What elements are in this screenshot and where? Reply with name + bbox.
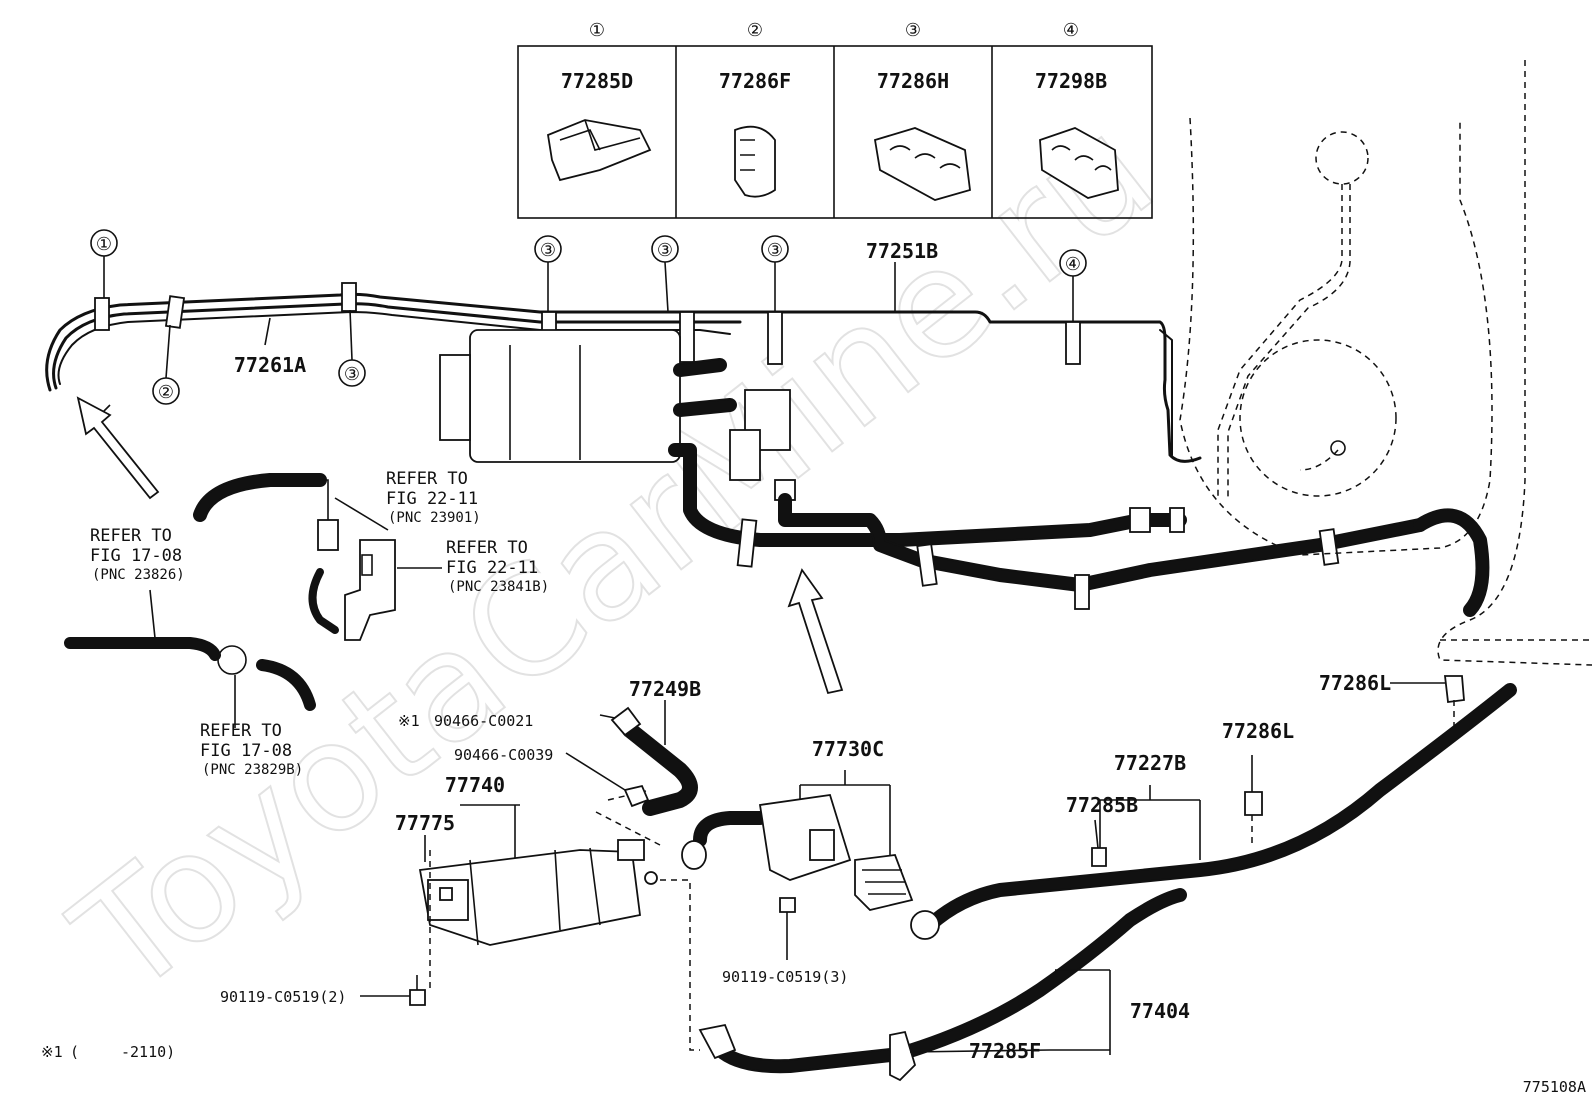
label-77261A[interactable]: 77261A	[234, 353, 306, 377]
label-77251B[interactable]: 77251B	[866, 239, 938, 263]
label-77227B[interactable]: 77227B	[1114, 751, 1186, 775]
callout-3-a[interactable]: ③	[540, 240, 556, 261]
ref-fig22-11-b-pnc: (PNC 23841B)	[448, 579, 549, 595]
ref-fig22-11-b-line1: REFER TO	[446, 538, 528, 558]
charcoal-canister-drawing	[418, 839, 658, 946]
callout-1[interactable]: ①	[96, 234, 112, 255]
ref-fig17-08-b-pnc: (PNC 23829B)	[202, 762, 303, 778]
legend-part-77298B[interactable]: 77298B	[1035, 69, 1107, 93]
legend-part-77286F[interactable]: 77286F	[719, 69, 791, 93]
pointer-arrows	[76, 396, 844, 695]
legend-index-4: ④	[1063, 20, 1079, 41]
label-90119-c0519-3[interactable]: 90119-C0519(3)	[722, 968, 848, 986]
footnote-range: -2110)	[121, 1043, 175, 1061]
legend-part-77285D[interactable]: 77285D	[561, 69, 633, 93]
canister-upper-drawing	[439, 329, 1187, 547]
label-90466-c0021-mark: ※1	[398, 712, 420, 730]
label-77285B[interactable]: 77285B	[1066, 793, 1138, 817]
vsv-77730c-drawing	[681, 770, 914, 960]
label-77775[interactable]: 77775	[395, 811, 455, 835]
legend-index-1: ①	[589, 20, 605, 41]
clip-legend-table: ① ② ③ ④ 77285D 77286F 77286H 77298B	[517, 20, 1153, 219]
fuel-tank-outline	[1179, 60, 1592, 666]
label-77285F[interactable]: 77285F	[969, 1039, 1041, 1063]
legend-index-2: ②	[747, 20, 763, 41]
ref-fig17-08-a-line1: REFER TO	[90, 526, 172, 546]
ref-fig22-11-a-pnc: (PNC 23901)	[388, 510, 481, 526]
legend-index-3: ③	[905, 20, 921, 41]
footnote-open: (	[70, 1043, 79, 1061]
ref-fig22-11-a-line2[interactable]: FIG 22-11	[386, 489, 478, 509]
vsv-valve-drawing	[729, 389, 1427, 610]
label-77740[interactable]: 77740	[445, 773, 505, 797]
ref-fig17-08-b-line2[interactable]: FIG 17-08	[200, 741, 292, 761]
bolts	[409, 975, 426, 1006]
label-90466-c0021[interactable]: 90466-C0021	[434, 712, 533, 730]
ref-fig22-11-b-line2[interactable]: FIG 22-11	[446, 558, 538, 578]
clip-77286H-drawing	[873, 127, 971, 201]
callout-4[interactable]: ④	[1065, 254, 1081, 275]
callout-3-b[interactable]: ③	[657, 240, 673, 261]
ref-fig22-11-a-line1: REFER TO	[386, 469, 468, 489]
callout-3-c[interactable]: ③	[767, 240, 783, 261]
ref-fig17-08-a-pnc: (PNC 23826)	[92, 567, 185, 583]
label-90119-c0519-2[interactable]: 90119-C0519(2)	[220, 988, 346, 1006]
label-77286L-upper[interactable]: 77286L	[1319, 671, 1391, 695]
callout-2[interactable]: ②	[158, 382, 174, 403]
legend-part-77286H[interactable]: 77286H	[877, 69, 949, 93]
footnote-marker: ※1	[41, 1043, 63, 1061]
clip-77285D-drawing	[546, 119, 652, 182]
ref-fig17-08-a-line2[interactable]: FIG 17-08	[90, 546, 182, 566]
part-labels: 77261A 77251B 77249B 77730C 77740 77775 …	[220, 239, 1391, 1063]
leader-lines	[103, 256, 1445, 1053]
hose-77249b-drawing	[610, 706, 698, 816]
reference-notes: REFER TO FIG 22-11 (PNC 23901) REFER TO …	[90, 469, 549, 778]
label-77730C[interactable]: 77730C	[812, 737, 884, 761]
label-77249B[interactable]: 77249B	[629, 677, 701, 701]
label-77404[interactable]: 77404	[1130, 999, 1190, 1023]
label-77286L-lower[interactable]: 77286L	[1222, 719, 1294, 743]
clip-77298B-drawing	[1039, 127, 1119, 199]
footnote: ※1 ( -2110)	[41, 1043, 175, 1061]
hose-77404-drawing	[698, 888, 1187, 1082]
ref-fig17-08-b-line1: REFER TO	[200, 721, 282, 741]
left-reference-pipes	[64, 473, 396, 711]
clip-77286F-drawing	[734, 125, 776, 198]
label-90466-c0039[interactable]: 90466-C0039	[454, 746, 553, 764]
figure-number: 775108A	[1523, 1078, 1586, 1096]
callout-circles: ① ② ③ ③ ③ ③ ④	[90, 229, 1087, 405]
hose-77227b-drawing	[910, 675, 1517, 940]
callout-3-left[interactable]: ③	[344, 364, 360, 385]
